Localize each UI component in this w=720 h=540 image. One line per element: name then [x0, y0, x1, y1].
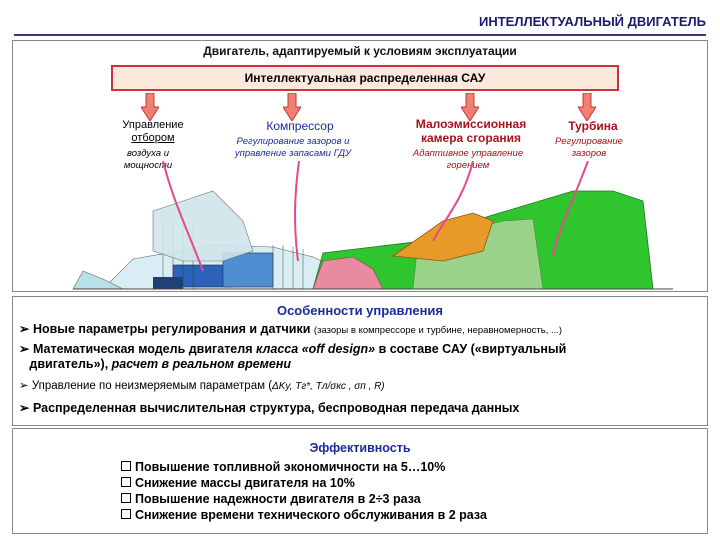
- effect-item-3-text: Повышение надежности двигателя в 2÷3 раз…: [135, 492, 421, 506]
- bullet-arrow-icon: ➢: [19, 342, 33, 356]
- feature-1-text: Новые параметры регулирования и датчики: [32, 322, 311, 336]
- arrow-down-icon: [283, 93, 301, 121]
- arrow-down-icon: [578, 93, 596, 121]
- feature-2-text-d: двигатель»),: [29, 357, 112, 371]
- bullet-arrow-icon: ➢: [19, 322, 33, 336]
- label-chamber-sub2: горением: [446, 160, 490, 171]
- feature-2-text-b: класса «off design»: [255, 342, 376, 356]
- engine-panel: Двигатель, адаптируемый к условиям экспл…: [12, 40, 708, 292]
- label-otbor-line2: отбором: [131, 132, 175, 144]
- slide-title: ИНТЕЛЛЕКТУАЛЬНЫЙ ДВИГАТЕЛЬ: [478, 14, 706, 29]
- panel-title: Двигатель, адаптируемый к условиям экспл…: [203, 44, 517, 58]
- feature-2-text-e: расчет в реальном времени: [111, 357, 292, 371]
- features-box: Особенности управления ➢ Новые параметры…: [12, 296, 708, 426]
- checkbox-square-icon: [121, 509, 131, 519]
- feature-4-text: Распределенная вычислительная структура,…: [32, 401, 520, 415]
- effect-item-2-text: Снижение массы двигателя на 10%: [135, 476, 355, 490]
- effect-item-1: Повышение топливной экономичности на 5…1…: [121, 460, 445, 475]
- feature-3-text: Управление по неизмеряемым параметрам (: [31, 380, 273, 392]
- effectiveness-title: Эффективность: [309, 441, 411, 455]
- effect-item-1-text: Повышение топливной экономичности на 5…1…: [135, 460, 446, 474]
- effect-item-4-text: Снижение времени технического обслуживан…: [135, 508, 487, 522]
- feature-3-params: ΔKy, Tг*, Tл/σкс , σп , R): [272, 381, 385, 392]
- feature-2-text-a: Математическая модель двигателя: [32, 342, 256, 356]
- label-turbine-sub2: зазоров: [571, 148, 607, 159]
- checkbox-square-icon: [121, 461, 131, 471]
- label-turbine-sub1: Регулирование: [555, 136, 623, 147]
- effectiveness-box: Эффективность Повышение топливной эконом…: [12, 428, 708, 534]
- sau-box: Интеллектуальная распределенная САУ: [111, 65, 619, 91]
- label-turbine: Турбина: [568, 119, 618, 133]
- label-chamber-sub1: Адаптивное управление: [412, 148, 524, 159]
- checkbox-square-icon: [121, 477, 131, 487]
- feature-item-3: ➢ Управление по неизмеряемым параметрам …: [19, 379, 385, 394]
- effect-item-3: Повышение надежности двигателя в 2÷3 раз…: [121, 492, 421, 507]
- engine-cutaway-illustration: [72, 161, 673, 290]
- effect-item-2: Снижение массы двигателя на 10%: [121, 476, 355, 491]
- features-title: Особенности управления: [276, 303, 444, 318]
- label-chamber-line1: Малоэмиссионная: [415, 117, 527, 131]
- feature-item-1: ➢ Новые параметры регулирования и датчик…: [19, 322, 562, 338]
- bullet-arrow-icon: ➢: [19, 380, 32, 392]
- checkbox-square-icon: [121, 493, 131, 503]
- label-chamber-line2: камера сгорания: [420, 131, 522, 145]
- label-otbor-line3: воздуха и: [127, 148, 169, 159]
- feature-2-text-c: в составе САУ («виртуальный: [375, 342, 567, 356]
- label-compressor-sub1: Регулирование зазоров и: [236, 136, 350, 147]
- label-compressor-sub2: управление запасами ГДУ: [234, 148, 352, 159]
- label-otbor-line4: мощности: [123, 160, 173, 171]
- feature-1-note: (зазоры в компрессоре и турбине, неравно…: [313, 325, 563, 336]
- feature-item-2: ➢ Математическая модель двигателя класса…: [19, 342, 689, 372]
- label-otbor-line1: Управление: [122, 119, 184, 131]
- bullet-arrow-icon: ➢: [19, 401, 33, 415]
- arrow-down-icon: [141, 93, 159, 121]
- feature-item-4: ➢ Распределенная вычислительная структур…: [19, 401, 519, 416]
- title-underline: [14, 34, 706, 36]
- effect-item-4: Снижение времени технического обслуживан…: [121, 508, 487, 523]
- label-compressor: Компрессор: [266, 119, 334, 133]
- arrow-down-icon: [461, 93, 479, 121]
